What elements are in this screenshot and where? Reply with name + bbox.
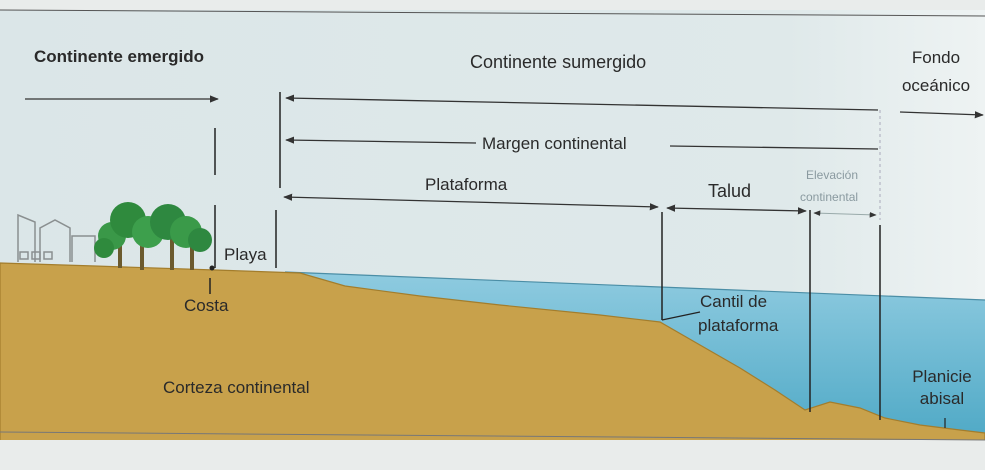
label-planicie-2: abisal — [919, 389, 965, 408]
label-corteza-continental: Corteza continental — [163, 378, 310, 397]
arrow-plataforma — [283, 193, 659, 211]
label-cantil-1: Cantil de — [700, 292, 768, 311]
label-continente-emergido: Continente emergido — [34, 47, 205, 66]
label-elevacion-1: Elevación — [806, 168, 859, 182]
vertical-markers — [209, 92, 881, 420]
arrow-margen-right — [669, 145, 879, 150]
label-fondo-1: Fondo — [911, 48, 961, 67]
arrow-continente-sumergido — [285, 94, 879, 111]
continental-crust — [0, 262, 985, 470]
label-playa: Playa — [224, 245, 267, 264]
bottom-margin — [0, 440, 985, 470]
arrow-fondo-oceanico — [899, 111, 984, 119]
label-elevacion-2: continental — [800, 190, 859, 204]
label-margen-continental: Margen continental — [482, 134, 627, 153]
label-cantil-2: plataforma — [698, 316, 779, 335]
frame-top-line — [0, 9, 985, 17]
trees-icon — [94, 202, 212, 270]
buildings-icon — [17, 213, 96, 262]
costa-dot — [209, 265, 215, 271]
label-planicie-1: Planicie — [912, 367, 972, 386]
label-costa: Costa — [184, 296, 229, 315]
frame-bottom-line — [0, 431, 985, 441]
arrow-elevacion — [813, 210, 877, 218]
label-fondo-2: oceánico — [901, 76, 971, 95]
arrow-talud — [666, 204, 807, 215]
label-talud: Talud — [708, 181, 752, 201]
arrow-margen-left — [285, 136, 477, 144]
cantil-pointer — [661, 311, 701, 321]
label-plataforma: Plataforma — [425, 175, 508, 194]
label-continente-sumergido: Continente sumergido — [470, 52, 647, 72]
sea-level-line — [284, 271, 985, 301]
